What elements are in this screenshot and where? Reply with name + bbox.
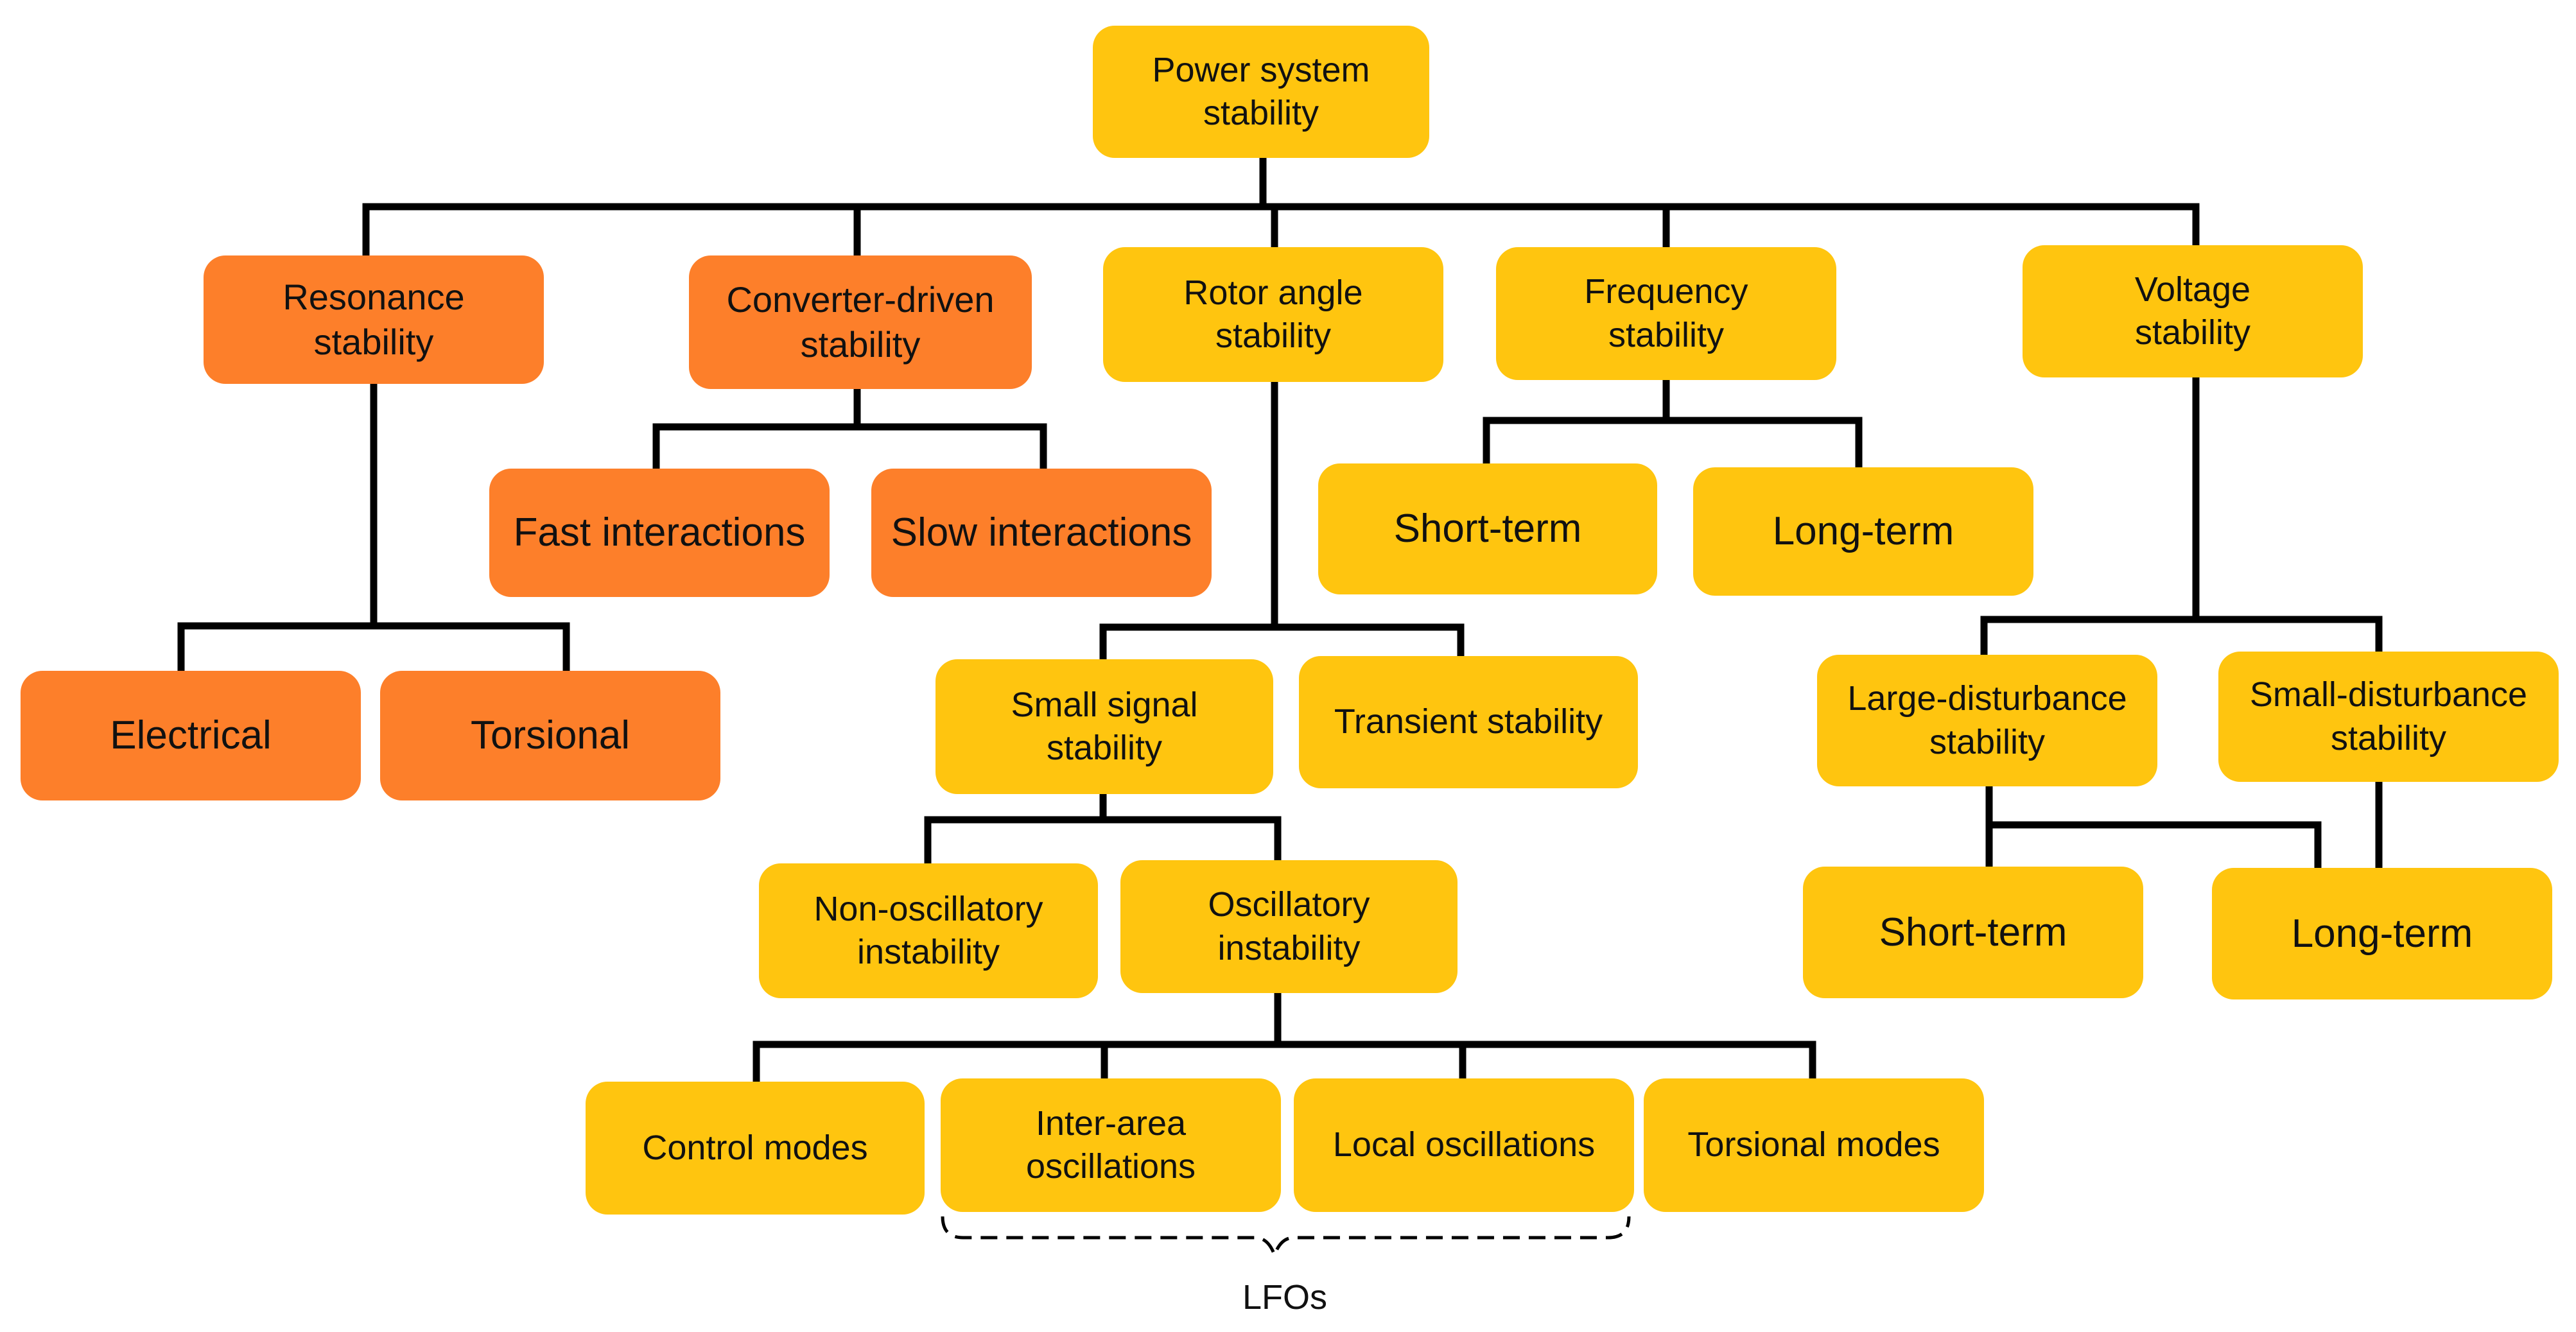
node-label: Electrical: [110, 713, 272, 758]
node-frequency-long-term: Long-term: [1693, 467, 2033, 596]
node-control-modes: Control modes: [586, 1082, 925, 1215]
node-electrical: Electrical: [21, 671, 361, 800]
node-large-disturbance-stability: Large-disturbance stability: [1817, 655, 2157, 786]
node-frequency-stability: Frequency stability: [1496, 247, 1836, 380]
node-inter-area-oscillations: Inter-area oscillations: [941, 1078, 1281, 1212]
node-label: Oscillatory instability: [1208, 885, 1370, 967]
node-label: Small signal stability: [1011, 685, 1198, 768]
node-label: Local oscillations: [1332, 1125, 1596, 1164]
node-transient-stability: Transient stability: [1299, 656, 1638, 788]
node-voltage-stability: Voltage stability: [2023, 245, 2363, 377]
node-slow-interactions: Slow interactions: [871, 469, 1212, 597]
node-torsional-modes: Torsional modes: [1644, 1078, 1984, 1212]
node-label: Torsional: [470, 713, 631, 758]
node-label: Frequency stability: [1584, 272, 1748, 354]
node-resonance-stability: Resonance stability: [204, 255, 544, 384]
node-small-disturbance-stability: Small-disturbance stability: [2218, 652, 2559, 782]
node-label: Transient stability: [1334, 702, 1603, 741]
node-label: Control modes: [642, 1128, 868, 1167]
node-label: Converter-driven stability: [726, 279, 995, 365]
node-label: Short-term: [1879, 910, 2067, 955]
node-label: Rotor angle stability: [1183, 273, 1363, 356]
node-label: Long-term: [2291, 911, 2473, 956]
node-label: Resonance stability: [283, 277, 465, 362]
node-label: Inter-area oscillations: [1025, 1103, 1196, 1186]
node-label: Voltage stability: [2134, 270, 2251, 352]
node-label: Small-disturbance stability: [2249, 675, 2528, 757]
node-label: Short-term: [1393, 506, 1582, 551]
node-label: Non-oscillatory instability: [814, 889, 1043, 972]
node-label: Large-disturbance stability: [1847, 679, 2127, 761]
node-label: Fast interactions: [513, 510, 806, 555]
node-power-system-stability: Power system stability: [1093, 26, 1429, 158]
node-oscillatory-instability: Oscillatory instability: [1120, 860, 1458, 993]
node-voltage-short-term: Short-term: [1803, 867, 2143, 998]
node-frequency-short-term: Short-term: [1318, 463, 1657, 594]
lfos-label: LFOs: [1242, 1278, 1328, 1317]
node-voltage-long-term: Long-term: [2212, 868, 2552, 999]
node-label: Power system stability: [1152, 50, 1370, 133]
node-torsional: Torsional: [380, 671, 720, 800]
node-converter-driven-stability: Converter-driven stability: [689, 255, 1032, 389]
node-label: Long-term: [1772, 509, 1954, 554]
node-fast-interactions: Fast interactions: [489, 469, 830, 597]
node-rotor-angle-stability: Rotor angle stability: [1103, 247, 1443, 382]
node-label: Torsional modes: [1687, 1125, 1940, 1164]
node-local-oscillations: Local oscillations: [1294, 1078, 1634, 1212]
node-non-oscillatory-instability: Non-oscillatory instability: [759, 863, 1098, 998]
node-label: Slow interactions: [891, 510, 1192, 555]
node-small-signal-stability: Small signal stability: [936, 659, 1273, 794]
